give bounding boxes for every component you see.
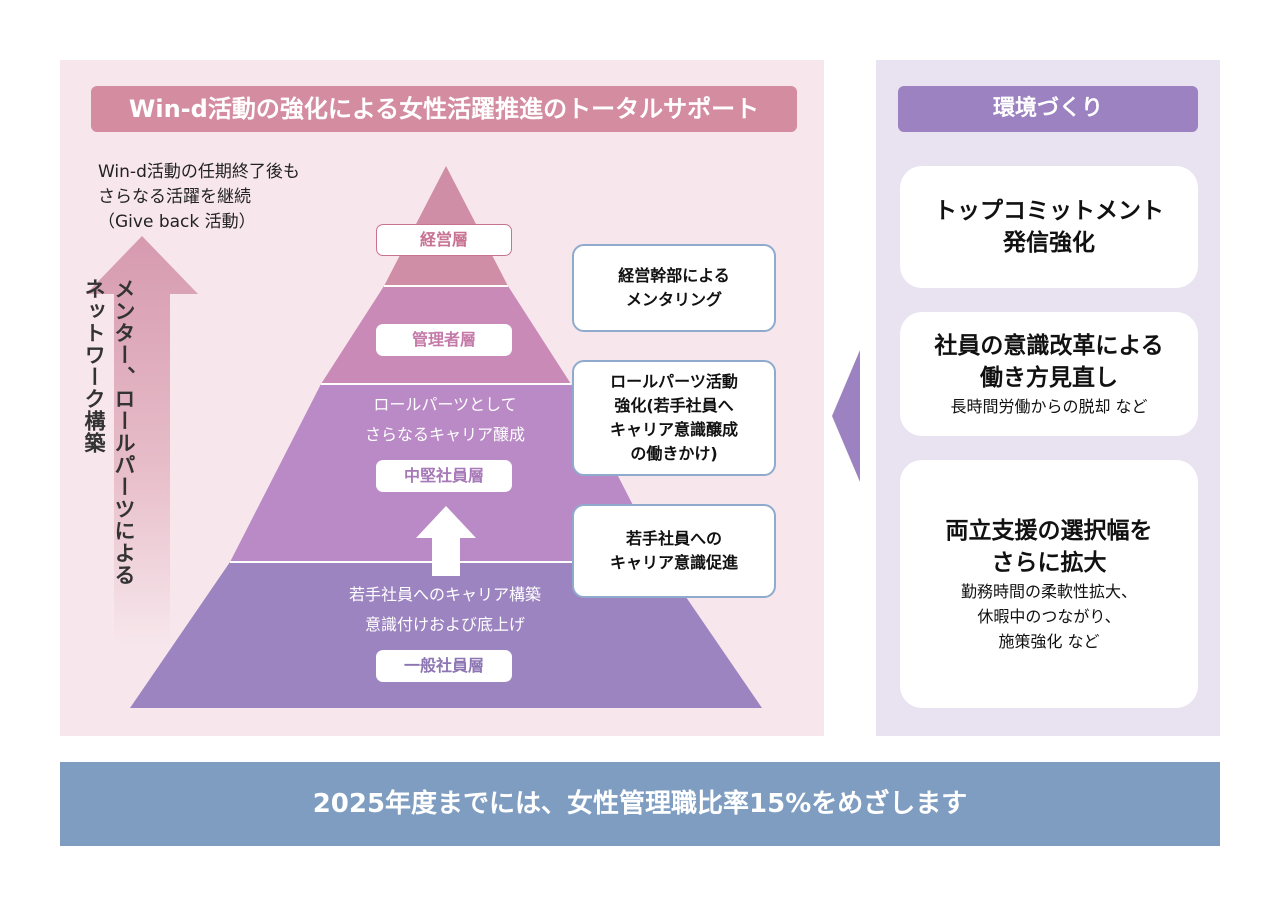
up-arrow-icon	[416, 506, 476, 576]
general-layer-text-line: 若手社員へのキャリア構築	[348, 585, 541, 604]
left-title: Win-d活動の強化による女性活躍推進のトータルサポート	[91, 86, 797, 132]
callout-line: の働きかけ)	[630, 444, 718, 463]
callout-line: 経営幹部による	[618, 266, 730, 285]
intro-line: さらなる活躍を継続	[98, 187, 251, 207]
callout-line: 強化(若手社員へ	[614, 396, 734, 415]
arrow-text-line: メンター、ロールパーツによる	[112, 278, 136, 586]
env-title: 環境づくり	[898, 86, 1198, 132]
callout-line: ロールパーツ活動	[610, 372, 738, 391]
callout-role-parts: ロールパーツ活動 強化(若手社員へ キャリア意識醸成 の働きかけ)	[572, 360, 776, 476]
env-card-subtext: 勤務時間の柔軟性拡大、	[960, 581, 1137, 601]
pyramid-layer-general	[130, 562, 762, 708]
env-card-subtext: 長時間労働からの脱却 など	[950, 396, 1148, 416]
callout-executive-mentoring: 経営幹部による メンタリング	[572, 244, 776, 332]
manager-layer-label: 管理者層	[376, 324, 512, 356]
intro-line: （Give back 活動）	[98, 212, 256, 232]
callout-line: キャリア意識促進	[609, 553, 738, 572]
mid-layer-text: ロールパーツとして さらなるキャリア醸成	[320, 390, 570, 450]
network-arrow	[86, 236, 198, 646]
connector-arrow-icon	[832, 350, 860, 482]
general-layer-text-line: 意識付けおよび底上げ	[364, 615, 525, 634]
env-card-heading: さらに拡大	[991, 549, 1107, 576]
callout-line: キャリア意識醸成	[609, 420, 738, 439]
env-card-heading: 両立支援の選択幅を	[945, 517, 1153, 544]
callout-young-career: 若手社員への キャリア意識促進	[572, 504, 776, 598]
executive-layer-label: 経営層	[376, 224, 512, 256]
intro-text: Win-d活動の任期終了後も さらなる活躍を継続 （Give back 活動）	[98, 160, 300, 235]
mid-layer-text-line: ロールパーツとして	[373, 395, 517, 414]
env-card-heading: トップコミットメント	[934, 198, 1164, 224]
intro-line: Win-d活動の任期終了後も	[98, 162, 300, 182]
general-layer-label: 一般社員層	[376, 650, 512, 682]
env-card-heading: 社員の意識改革による	[934, 332, 1164, 359]
env-card-awareness: 社員の意識改革による 働き方見直し 長時間労働からの脱却 など	[900, 312, 1198, 436]
arrow-text: メンター、ロールパーツによる ネットワーク構築	[82, 278, 180, 598]
mid-layer-text-line: さらなるキャリア醸成	[364, 425, 525, 444]
callout-line: メンタリング	[625, 290, 722, 309]
arrow-text-line: ネットワーク構築	[82, 278, 106, 454]
env-card-support: 両立支援の選択幅を さらに拡大 勤務時間の柔軟性拡大、 休暇中のつながり、 施策…	[900, 460, 1198, 708]
env-card-subtext: 休暇中のつながり、	[977, 606, 1121, 626]
mid-layer-label: 中堅社員層	[376, 460, 512, 492]
goal-banner: 2025年度までには、女性管理職比率15%をめざします	[60, 762, 1220, 846]
callout-line: 若手社員への	[625, 529, 722, 548]
env-card-heading: 働き方見直し	[980, 364, 1118, 391]
env-card-heading: 発信強化	[1003, 230, 1095, 256]
env-card-top-commitment: トップコミットメント 発信強化	[900, 166, 1198, 288]
general-layer-text: 若手社員へのキャリア構築 意識付けおよび底上げ	[290, 580, 600, 640]
env-card-subtext: 施策強化 など	[998, 631, 1100, 651]
